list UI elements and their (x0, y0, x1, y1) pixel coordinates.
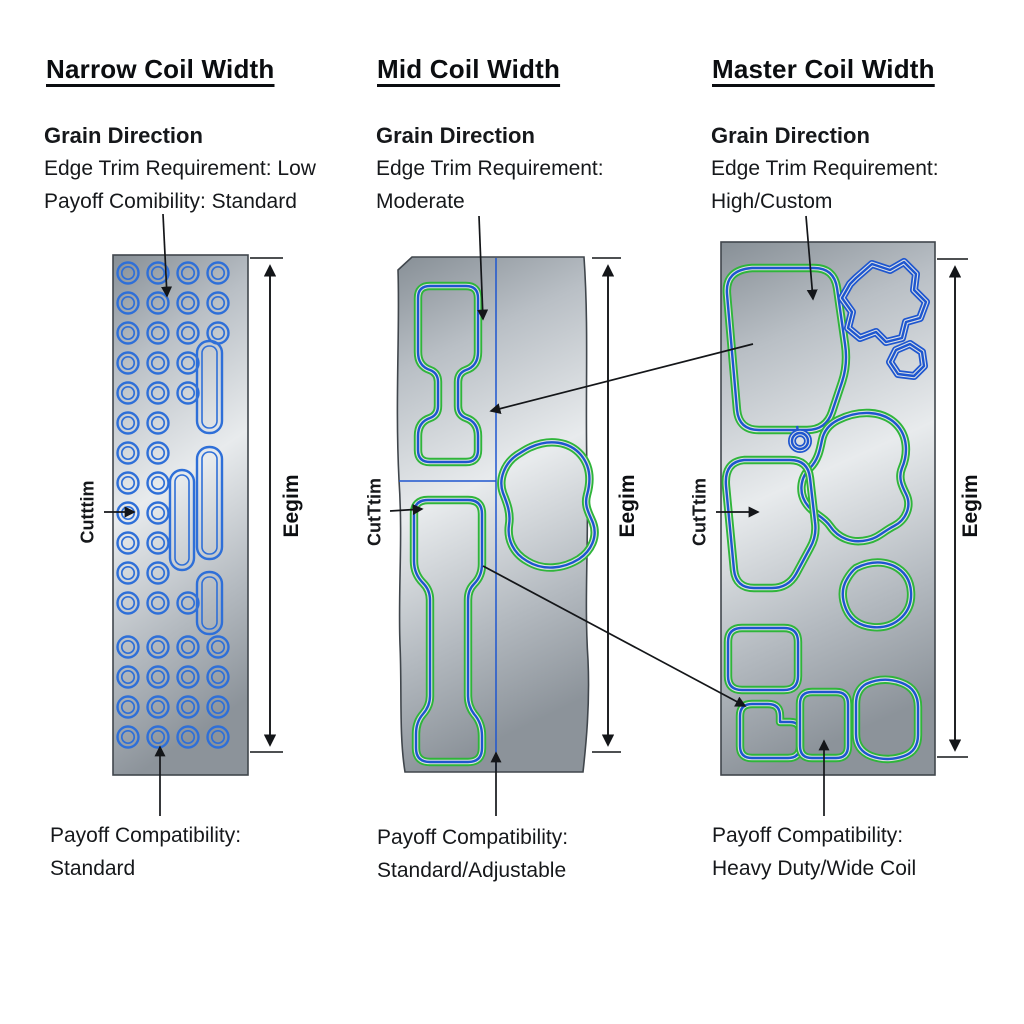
cut-label-narrow: Cutttim (77, 480, 98, 544)
dim-label-master: Eegim (959, 474, 982, 538)
cross-arrow-upper (489, 343, 754, 415)
dimension-mid (592, 257, 621, 753)
grain-direction-heading: Grain Direction (44, 123, 203, 148)
payoff-line: Payoff Comibility: Standard (44, 189, 297, 213)
payoff-caption-master: Payoff Compatibility: Heavy Duty/Wide Co… (712, 820, 916, 885)
dim-label-narrow: Eegim (280, 474, 303, 538)
leader-arrows (104, 213, 830, 816)
grain-leader-narrow (161, 213, 173, 298)
edge-trim-line: Edge Trim Requirement: (711, 157, 939, 181)
grain-direction-heading: Grain Direction (711, 123, 870, 148)
panel-narrow-coil (112, 254, 249, 776)
cut-label-master: CutTtim (689, 478, 710, 546)
payoff-caption-line2: Standard (50, 856, 136, 880)
payoff-caption-narrow: Payoff Compatibility: Standard (50, 820, 241, 885)
grain-leader-master (805, 215, 818, 301)
payoff-caption-line2: Standard/Adjustable (377, 858, 567, 882)
edge-trim-value: High/Custom (711, 189, 833, 213)
column-title-master: Master Coil Width (712, 54, 935, 84)
panel-mid-coil (396, 256, 594, 773)
slot-cutouts-narrow (168, 339, 224, 636)
edge-trim-line: Edge Trim Requirement: (376, 157, 604, 181)
dimension-narrow (250, 257, 283, 753)
column-title-narrow: Narrow Coil Width (46, 54, 275, 84)
payoff-caption-line1: Payoff Compatibility: (50, 824, 242, 847)
column-title-mid: Mid Coil Width (377, 54, 561, 84)
edge-trim-line: Edge Trim Requirement: Low (44, 157, 316, 181)
payoff-caption-line1: Payoff Compatibility: (712, 824, 904, 847)
dimension-master (937, 258, 968, 758)
info-block-master: Grain Direction Edge Trim Requirement: H… (711, 119, 939, 218)
grain-leader-mid (477, 215, 489, 321)
cross-arrow-lower (482, 565, 747, 707)
payoff-caption-line2: Heavy Duty/Wide Coil (712, 856, 917, 880)
sheet-mid (396, 256, 590, 773)
cut-label-mid: CutTtim (364, 478, 385, 546)
dim-label-mid: Eegim (616, 474, 639, 538)
info-block-narrow: Grain Direction Edge Trim Requirement: L… (44, 119, 316, 218)
edge-trim-value: Moderate (376, 189, 465, 213)
cut-leader-mid (389, 504, 424, 516)
payoff-caption-line1: Payoff Compatibility: (377, 826, 569, 849)
panel-master-coil (720, 241, 936, 776)
grain-direction-heading: Grain Direction (376, 123, 535, 148)
info-block-mid: Grain Direction Edge Trim Requirement: M… (376, 119, 604, 218)
payoff-caption-mid: Payoff Compatibility: Standard/Adjustabl… (377, 822, 568, 887)
